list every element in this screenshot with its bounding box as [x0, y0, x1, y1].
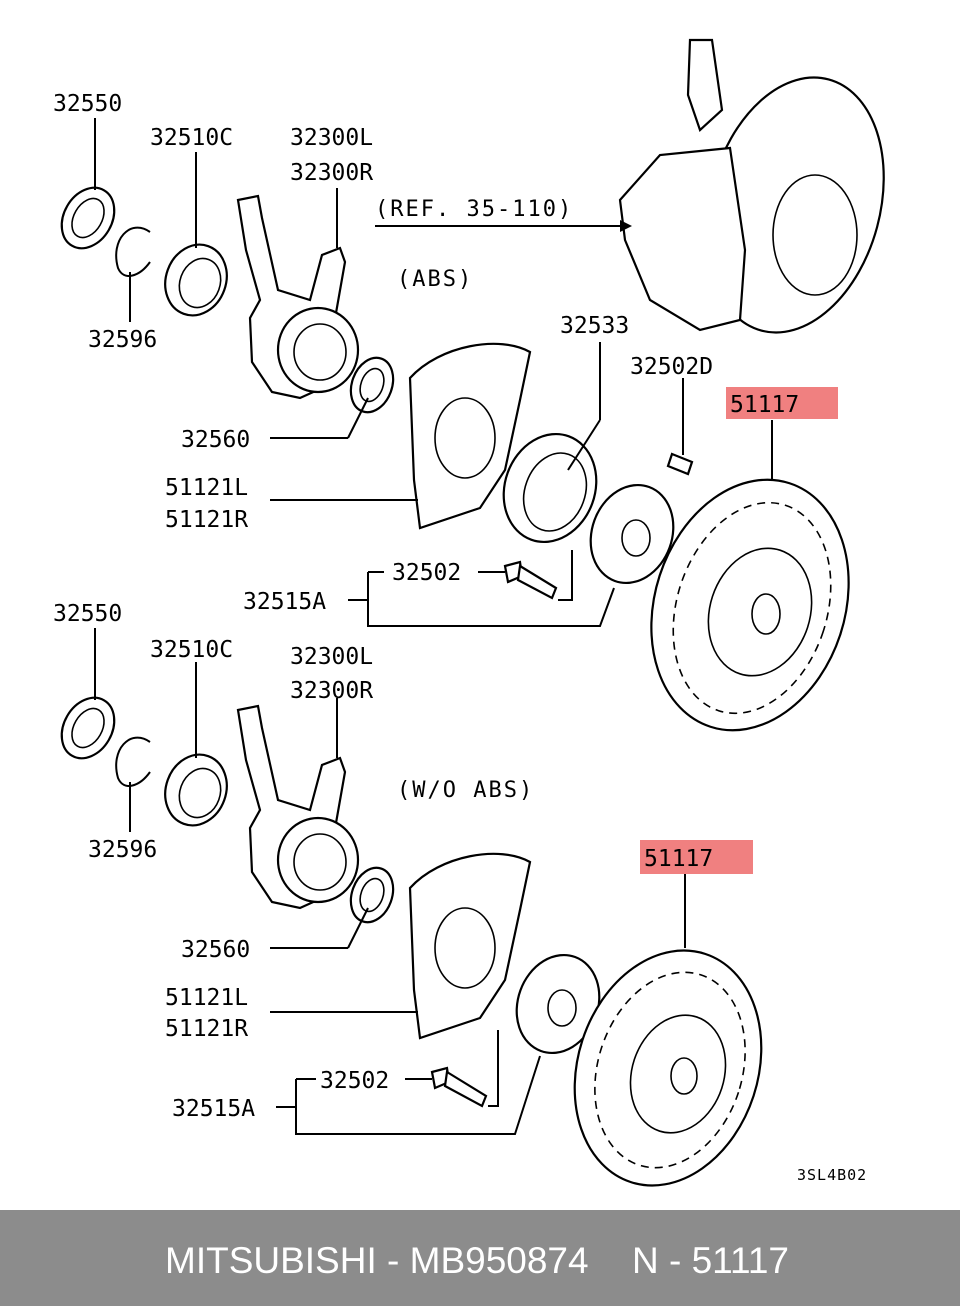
label-32510c: 32510C: [150, 125, 233, 151]
hub-drawing: [589, 483, 675, 585]
dust-shield-drawing: [408, 852, 532, 1040]
label-32596: 32596: [88, 837, 157, 863]
screw-drawing: [666, 452, 694, 476]
highlight-51117-upper: [726, 387, 838, 419]
snap-ring-drawing: [115, 736, 151, 787]
dust-shield-drawing: [408, 342, 532, 530]
label-32300l: 32300L: [290, 644, 373, 670]
parts-diagram: 32550 32510C 32300L 32300R (REF. 35-110)…: [53, 38, 885, 1187]
label-32300r: 32300R: [290, 160, 373, 186]
label-32502: 32502: [320, 1068, 389, 1094]
label-32515a: 32515A: [243, 589, 326, 615]
bearing-drawing: [164, 243, 228, 317]
label-51121l: 51121L: [165, 475, 248, 501]
footer-bar: MITSUBISHI - MB950874 N - 51117: [0, 1210, 960, 1306]
lower-leader-lines: [94, 628, 686, 1135]
label-51121r: 51121R: [165, 507, 248, 533]
brake-disc-drawing: [650, 478, 850, 732]
ref-note: (REF. 35-110): [375, 197, 573, 222]
label-51121l: 51121L: [165, 985, 248, 1011]
label-51121r: 51121R: [165, 1016, 248, 1042]
knuckle-drawing: [236, 704, 360, 910]
oil-seal-drawing: [60, 696, 116, 760]
caliper-reference-drawing: [618, 38, 885, 334]
label-32533: 32533: [560, 313, 629, 339]
abs-note: (ABS): [397, 267, 473, 292]
lower-assembly: 32550 32510C 32300L 32300R (W/O ABS) 325…: [53, 601, 763, 1187]
label-32300l: 32300L: [290, 125, 373, 151]
snap-ring-drawing: [115, 226, 151, 277]
hub-bolt-drawing: [503, 560, 558, 600]
knuckle-drawing: [236, 194, 360, 400]
label-32550: 32550: [53, 601, 122, 627]
label-32515a: 32515A: [172, 1096, 255, 1122]
label-32502: 32502: [392, 560, 461, 586]
upper-assembly: 32550 32510C 32300L 32300R (REF. 35-110)…: [53, 38, 885, 732]
woabs-note: (W/O ABS): [397, 778, 534, 803]
footer-ref-part: N - 51117: [632, 1240, 789, 1281]
oil-seal-drawing: [60, 186, 116, 250]
label-32560: 32560: [181, 427, 250, 453]
label-51117: 51117: [644, 846, 713, 872]
diagram-code: 3SL4B02: [797, 1166, 867, 1184]
hub-bolt-drawing: [430, 1066, 488, 1108]
bearing-drawing: [164, 753, 228, 827]
brake-disc-drawing: [573, 949, 763, 1187]
highlight-51117-lower: [640, 840, 753, 874]
label-32300r: 32300R: [290, 678, 373, 704]
upper-leader-lines: [94, 118, 773, 627]
label-32502d: 32502D: [630, 354, 713, 380]
label-32560: 32560: [181, 937, 250, 963]
label-32550: 32550: [53, 91, 122, 117]
label-32510c: 32510C: [150, 637, 233, 663]
footer-brand-part: MITSUBISHI - MB950874: [165, 1240, 589, 1281]
label-51117: 51117: [730, 392, 799, 418]
label-32596: 32596: [88, 327, 157, 353]
